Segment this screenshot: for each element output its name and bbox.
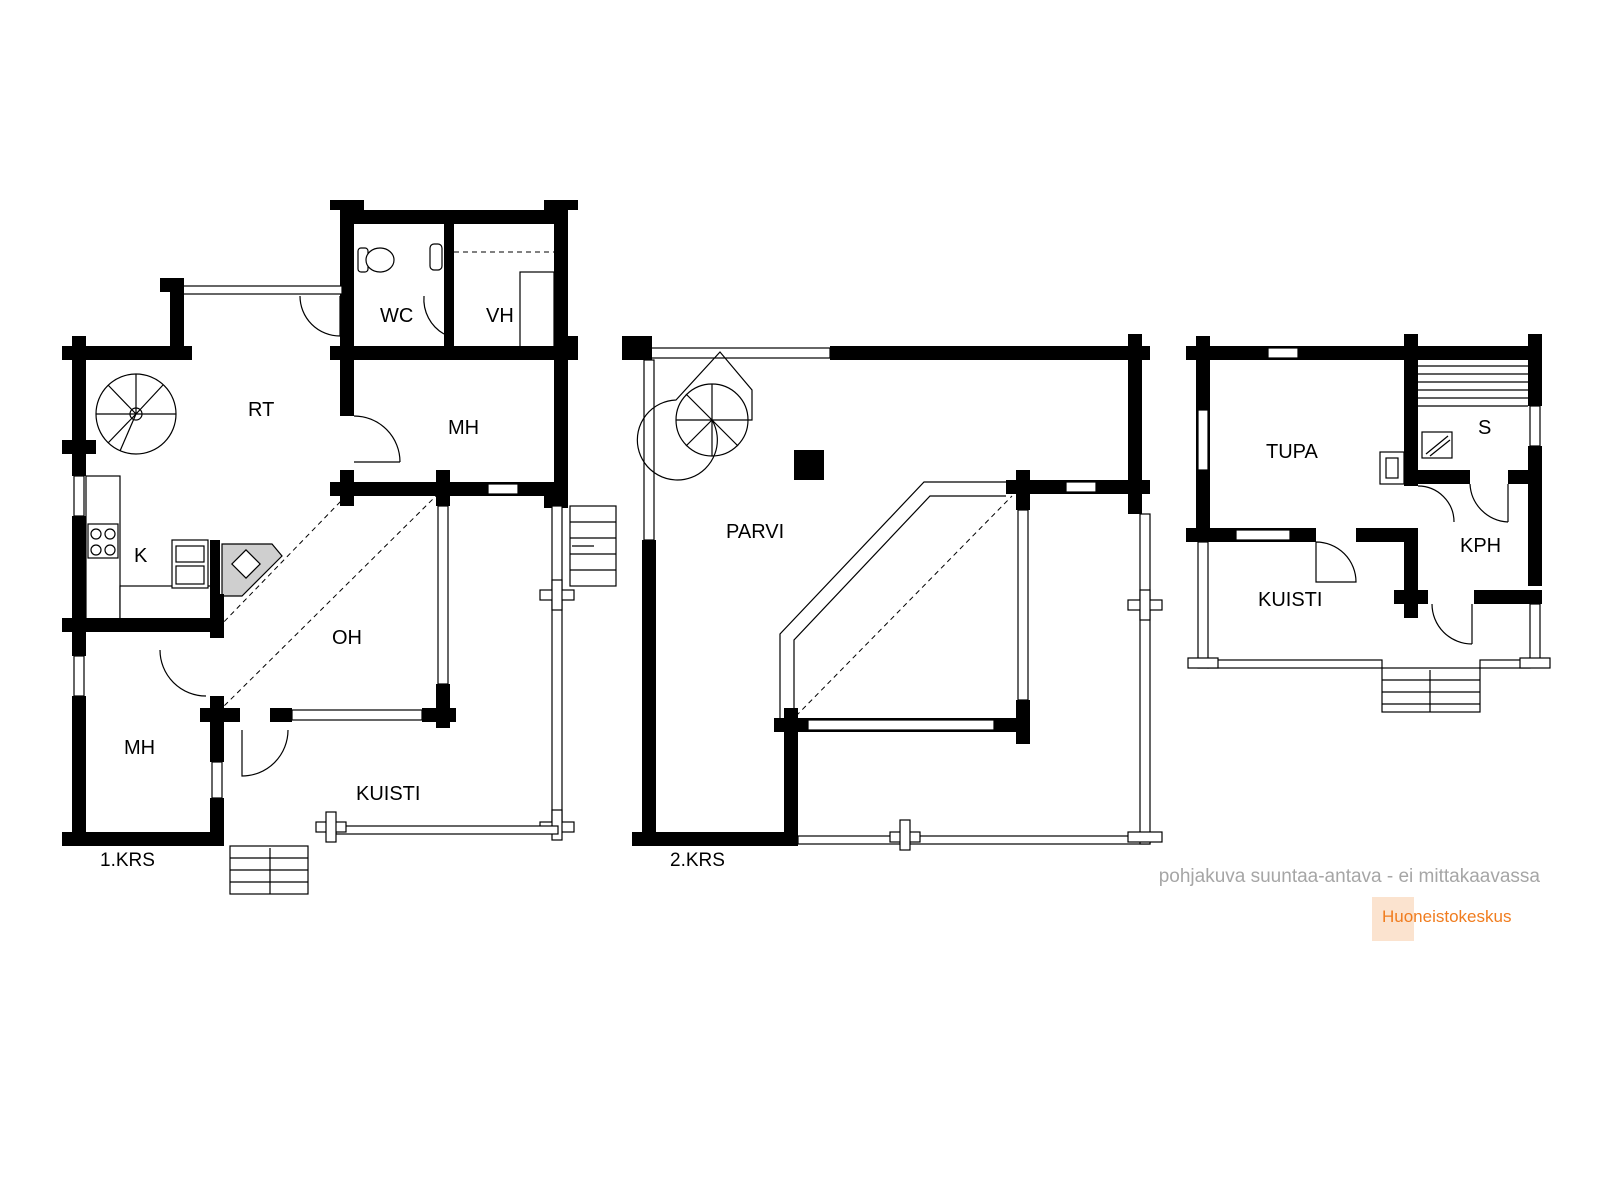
- room-label-parvi: PARVI: [726, 521, 784, 543]
- room-label-vh: VH: [486, 305, 514, 327]
- brand-logo-text: Huoneistokeskus: [1382, 907, 1512, 926]
- brand-logo-box: [1372, 897, 1414, 941]
- floor-2-plan: [622, 334, 1163, 851]
- disclaimer-note: pohjakuva suuntaa-antava - ei mittakaava…: [1158, 866, 1540, 887]
- room-label-tupa: TUPA: [1266, 441, 1319, 463]
- room-label-rt: RT: [248, 399, 274, 421]
- room-label-kuisti-1: KUISTI: [356, 783, 420, 805]
- room-label-s: S: [1478, 417, 1491, 439]
- room-label-wc: WC: [380, 305, 413, 327]
- floor-1-plan: [62, 200, 617, 895]
- room-label-kph: KPH: [1460, 535, 1501, 557]
- room-label-kuisti-sauna: KUISTI: [1258, 589, 1322, 611]
- floor-label-2: 2.KRS: [670, 850, 725, 871]
- room-label-mh-upper: MH: [448, 417, 479, 439]
- room-label-mh-lower: MH: [124, 737, 155, 759]
- room-label-k: K: [134, 545, 148, 567]
- sauna-building-plan: [1186, 334, 1551, 713]
- room-label-oh: OH: [332, 627, 362, 649]
- floor-label-1: 1.KRS: [100, 850, 155, 871]
